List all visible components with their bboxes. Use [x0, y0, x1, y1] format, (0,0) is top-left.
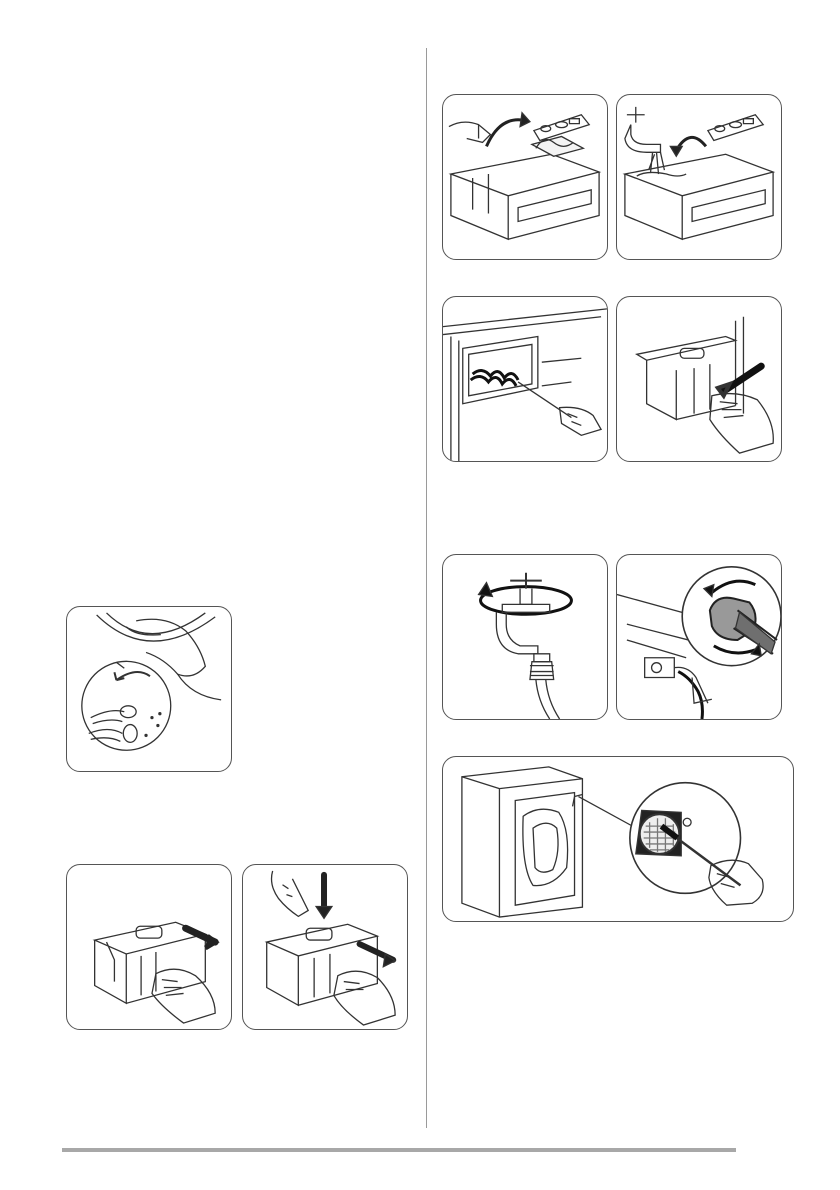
insert-remove-icon	[443, 95, 607, 259]
figure-clean-inlet-filter	[442, 756, 794, 922]
figure-unscrew-hose	[616, 554, 782, 720]
figure-press-lever-remove	[242, 864, 408, 1030]
figure-remove-insert	[442, 94, 608, 260]
column-divider	[426, 48, 427, 1128]
dispenser-insert-icon	[617, 297, 781, 461]
hose-unscrew-icon	[617, 555, 781, 719]
inlet-filter-brush-icon	[443, 757, 793, 921]
dispenser-release-icon	[243, 865, 407, 1029]
footer-rule	[62, 1148, 736, 1152]
figure-rinse-insert	[616, 94, 782, 260]
dispenser-pull-icon	[67, 865, 231, 1029]
figure-brush-recess	[442, 296, 608, 462]
figure-reinsert-dispenser	[616, 296, 782, 462]
figure-close-tap	[442, 554, 608, 720]
brush-icon	[443, 297, 607, 461]
tap-turn-icon	[443, 555, 607, 719]
door-seal-icon	[67, 607, 231, 771]
figure-door-seal	[66, 606, 232, 772]
figure-pull-out-dispenser	[66, 864, 232, 1030]
tap-rinse-icon	[617, 95, 781, 259]
